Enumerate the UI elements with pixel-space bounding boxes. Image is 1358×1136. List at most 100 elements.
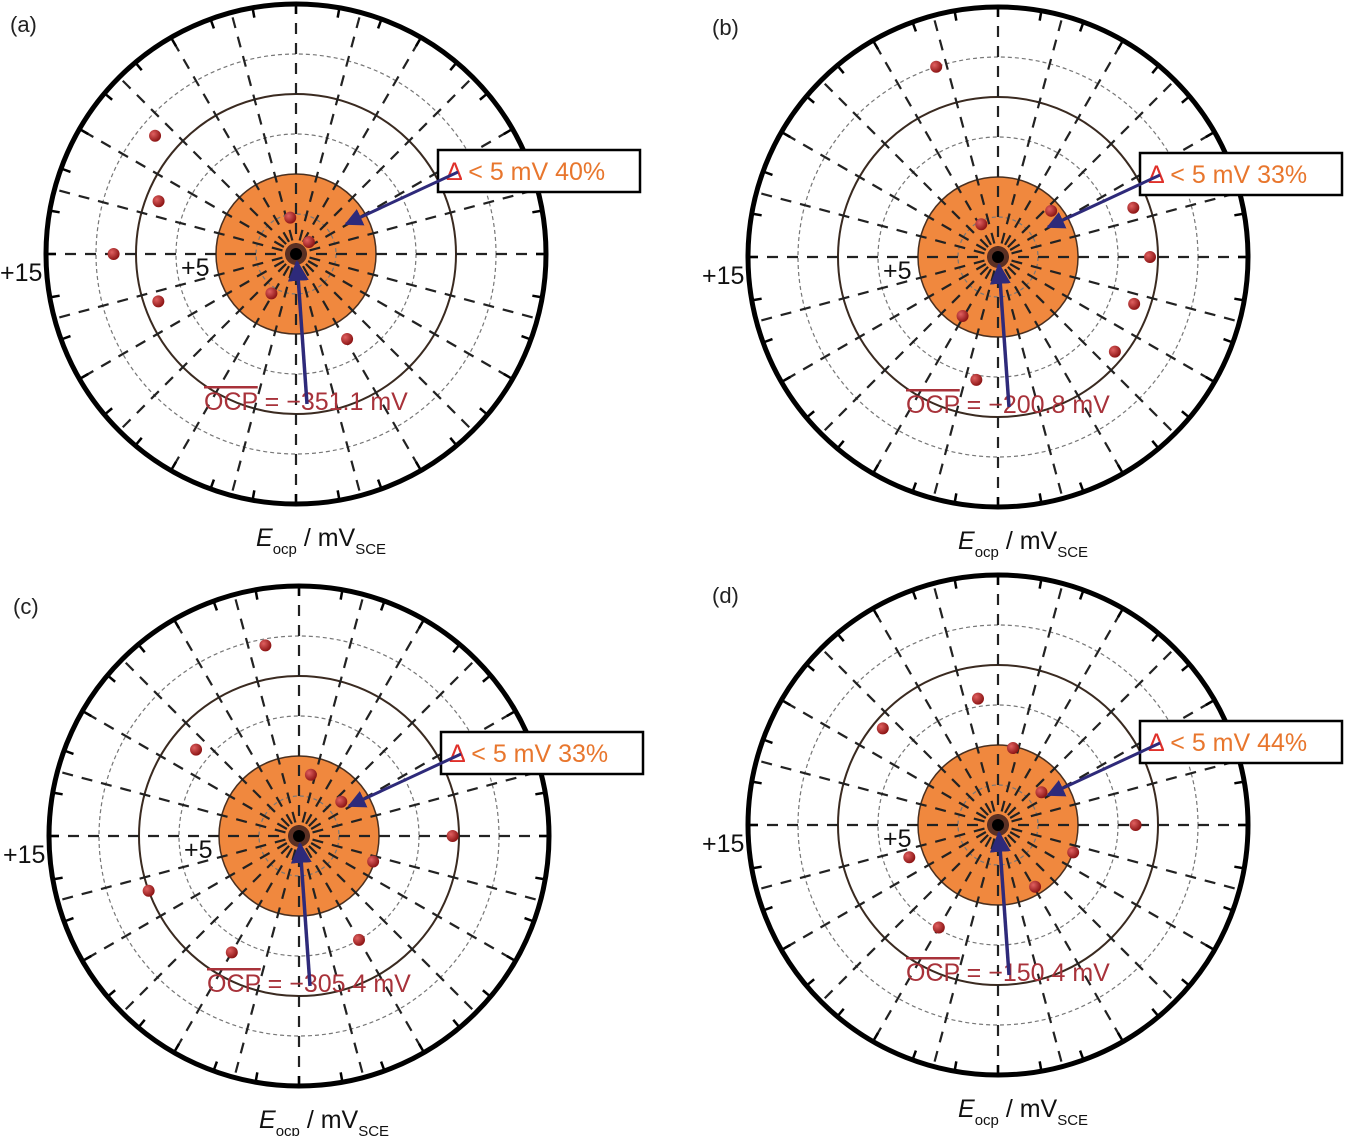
axis-tick — [953, 10, 958, 21]
delta-annotation: Δ < 5 mV 40% — [446, 158, 605, 186]
axis-tick — [1116, 607, 1125, 618]
axis-tick — [1078, 21, 1085, 32]
axis-tick — [376, 18, 383, 29]
data-point — [304, 768, 317, 781]
axis-tick — [805, 410, 815, 419]
axis-tick — [751, 297, 762, 302]
ring-label-15: +15 — [702, 262, 744, 290]
panel-label: (a) — [10, 12, 37, 37]
axis-tick — [751, 865, 762, 870]
axis-tick — [134, 61, 143, 71]
ring-label-5: +5 — [184, 836, 213, 864]
axis-tick — [1234, 780, 1245, 785]
data-point — [956, 309, 969, 322]
axis-tick — [449, 61, 458, 71]
ocp-arrow — [287, 259, 309, 405]
axis-tick — [780, 375, 791, 384]
delta-annotation: Δ < 5 mV 33% — [449, 740, 608, 768]
axis-tick — [379, 600, 386, 611]
ocp-arrow — [989, 262, 1011, 408]
data-point — [903, 851, 916, 864]
axis-tick — [172, 1043, 181, 1054]
ring-label-5: +5 — [883, 257, 912, 285]
axis-tick — [60, 334, 71, 341]
axis-unit: / mV — [999, 527, 1058, 555]
ring-label-15: +15 — [0, 259, 42, 287]
axis-tick — [212, 1061, 219, 1072]
axis-label: Eocp / mVSCE — [259, 1106, 389, 1136]
axis-tick — [479, 92, 489, 101]
axis-tick — [379, 1061, 386, 1072]
axis-unit-subscript: SCE — [355, 541, 386, 558]
axis-tick — [911, 21, 918, 32]
axis-tick — [751, 780, 762, 785]
axis-tick — [60, 167, 71, 174]
axis-tick — [63, 749, 74, 756]
axis-tick — [521, 334, 532, 341]
axis-tick — [52, 791, 63, 796]
axis-tick — [871, 607, 880, 618]
axis-tick — [452, 643, 461, 653]
data-point — [1127, 201, 1140, 214]
axis-tick — [172, 618, 181, 629]
axis-tick — [376, 479, 383, 490]
mean-ocp-annotation: OCP = −150.4 mV — [906, 959, 1110, 987]
delta-annotation-box — [1138, 719, 1344, 765]
axis-tick — [836, 440, 845, 450]
axis-tick — [762, 905, 773, 912]
axis-tick — [479, 407, 489, 416]
axis-tick — [836, 1008, 845, 1018]
axis-tick — [134, 437, 143, 447]
axis-tick — [1038, 578, 1043, 589]
ocp-value: = −150.4 mV — [960, 959, 1110, 987]
axis-tick — [1181, 663, 1191, 672]
axis-tick — [911, 482, 918, 493]
axis-tick — [169, 36, 178, 47]
axis-tick — [871, 464, 880, 475]
axis-tick — [251, 490, 256, 501]
axis-unit: / mV — [297, 524, 356, 552]
axis-tick — [1151, 64, 1160, 74]
axis-tick — [1116, 39, 1125, 50]
data-point — [1045, 204, 1058, 217]
delta-arrow — [347, 752, 462, 808]
axis-symbol-subscript: ocp — [975, 1112, 999, 1129]
mean-ocp-annotation: OCP = −200.8 mV — [906, 391, 1110, 419]
axis-tick — [871, 1032, 880, 1043]
center-marker — [992, 819, 1004, 831]
axis-tick — [1151, 632, 1160, 642]
data-point — [142, 884, 155, 897]
axis-tick — [911, 1050, 918, 1061]
axis-tick — [1205, 130, 1216, 139]
axis-unit: / mV — [999, 1095, 1058, 1123]
data-point — [1035, 786, 1048, 799]
polar-panel: (a)+15+5Δ < 5 mV 40%OCP = −351.1 mVEocp … — [0, 1, 642, 558]
axis-tick — [81, 954, 92, 963]
delta-annotation-text: < 5 mV 44% — [1163, 729, 1307, 757]
axis-tick — [535, 791, 546, 796]
axis-label: Eocp / mVSCE — [958, 1095, 1088, 1129]
data-point — [1067, 846, 1080, 859]
delta-annotation-text: < 5 mV 40% — [461, 158, 605, 186]
data-point — [302, 235, 315, 248]
ocp-label: OCP — [204, 388, 258, 416]
axis-tick — [137, 643, 146, 653]
axis-tick — [63, 916, 74, 923]
axis-tick — [169, 461, 178, 472]
axis-tick — [762, 170, 773, 177]
axis-tick — [251, 7, 256, 18]
axis-tick — [254, 1072, 259, 1083]
axis-tick — [209, 479, 216, 490]
axis-tick — [1223, 905, 1234, 912]
ocp-arrow — [290, 841, 312, 987]
axis-tick — [78, 127, 89, 136]
axis-tick — [1181, 95, 1191, 104]
ocp-value: = −200.8 mV — [960, 391, 1110, 419]
axis-tick — [414, 461, 423, 472]
ocp-value: = −351.1 mV — [258, 388, 408, 416]
polar-panel: (b)+15+5Δ < 5 mV 33%OCP = −200.8 mVEocp … — [702, 4, 1344, 561]
axis-tick — [503, 127, 514, 136]
axis-tick — [49, 209, 60, 214]
axis-tick — [751, 212, 762, 217]
delta-annotation-text: < 5 mV 33% — [1163, 161, 1307, 189]
